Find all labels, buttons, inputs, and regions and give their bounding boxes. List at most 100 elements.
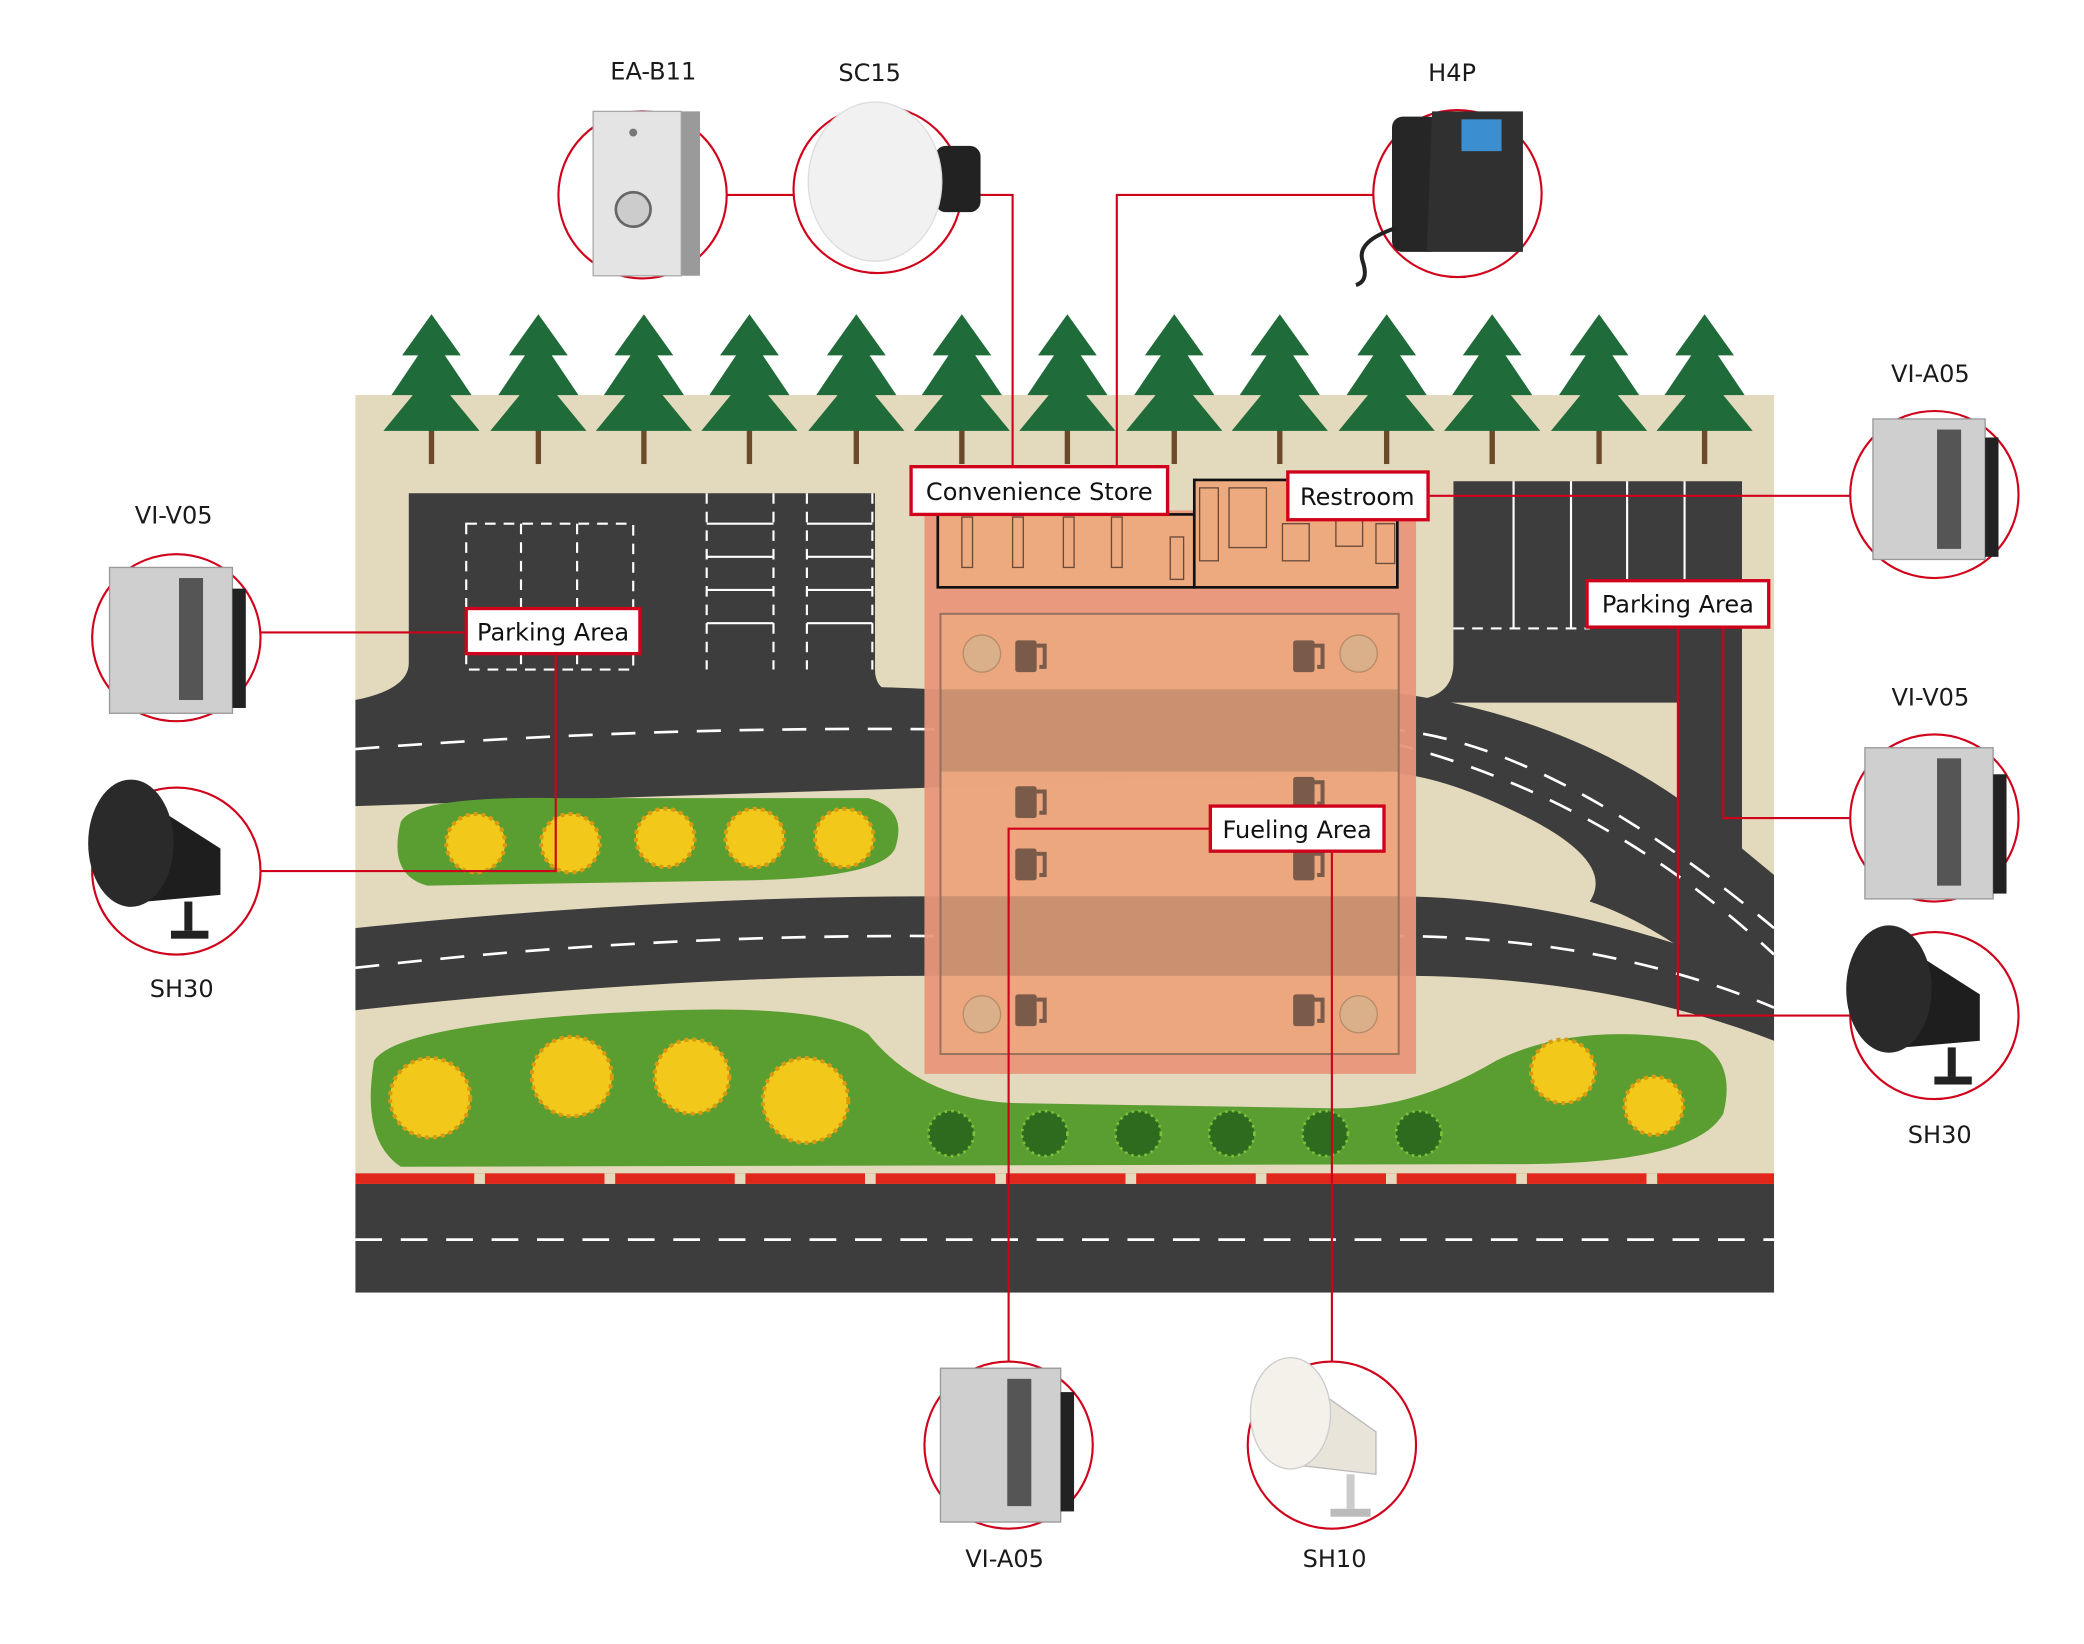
ceiling-speaker-icon (807, 101, 981, 262)
convenience-store-label: Convenience Store (926, 478, 1153, 506)
pump-hose (1314, 643, 1325, 669)
devices: EA-B11 SC15 H4P (88, 58, 2020, 1573)
tree-foliage (1444, 314, 1541, 431)
flower-bush-icon (539, 812, 602, 875)
device-ea-b11[interactable]: EA-B11 (557, 58, 728, 280)
flower-bush-icon (633, 806, 697, 870)
pump-hose (1036, 789, 1047, 815)
flower-bush-icon (1622, 1074, 1686, 1137)
pump-hose (1314, 997, 1325, 1023)
device-sh30-left[interactable]: SH30 (88, 779, 262, 1003)
fuel-pump-icon (1015, 786, 1047, 819)
curb (355, 1173, 1775, 1184)
curb-gap (474, 1173, 485, 1184)
tree-foliage (1019, 314, 1116, 431)
video-intercom-icon (1864, 747, 2007, 900)
road-right-branch (1677, 689, 1775, 955)
horn-speaker-white-icon (1249, 1356, 1377, 1517)
connector-lines (260, 193, 1851, 1362)
tree-foliage (490, 314, 587, 431)
flower-bush-icon (529, 1034, 614, 1119)
device-label: VI-A05 (965, 1545, 1044, 1573)
pump-hose (1036, 643, 1047, 669)
parking-lot-left (355, 493, 936, 743)
pump-hose (1036, 997, 1047, 1023)
tree-icon (1231, 314, 1328, 465)
pump-body (1293, 848, 1315, 881)
fuel-pump-icon (1293, 776, 1325, 809)
curb-gap (1646, 1173, 1658, 1184)
device-sh30-right[interactable]: SH30 (1846, 925, 2020, 1149)
shrub-icon (1394, 1109, 1443, 1158)
fuel-pump-icon (1015, 994, 1047, 1027)
curb-gap (1125, 1173, 1137, 1184)
curb-gap (1516, 1173, 1527, 1184)
tree-icon (383, 314, 480, 465)
tree-icon (490, 314, 587, 465)
tree-foliage (595, 314, 692, 431)
device-label: SH30 (150, 975, 214, 1003)
parking-right-label: Parking Area (1602, 591, 1754, 619)
door-button-panel-icon (592, 110, 701, 277)
tree-icon (1019, 314, 1116, 465)
pump-body (1015, 848, 1037, 881)
roads (355, 481, 1775, 1293)
pump-body (1293, 640, 1315, 673)
tree-icon (1126, 314, 1223, 465)
video-intercom-icon (939, 1367, 1075, 1523)
curb-gaps (474, 1173, 1658, 1184)
pump-hose (1314, 780, 1325, 806)
fuel-pump-icon (1015, 640, 1047, 673)
flower-bush-icon (760, 1056, 851, 1145)
device-vi-v05-left[interactable]: VI-V05 (91, 502, 262, 723)
tree-foliage (1126, 314, 1223, 431)
video-intercom-icon (108, 566, 246, 714)
device-label: VI-V05 (1891, 683, 1969, 711)
parking-left-label: Parking Area (477, 618, 629, 646)
horn-speaker-black-icon (88, 779, 221, 939)
area-label-parking-left: Parking Area (464, 606, 642, 656)
pump-body (1015, 994, 1037, 1027)
device-label: VI-V05 (135, 502, 213, 530)
device-vi-a05-right[interactable]: VI-A05 (1849, 360, 2020, 580)
bollard-icon (1339, 634, 1378, 673)
fueling-label: Fueling Area (1223, 816, 1372, 844)
device-vi-a05-bottom[interactable]: VI-A05 (923, 1360, 1094, 1573)
shrub-icon (1207, 1109, 1256, 1158)
fuel-pumps (962, 634, 1378, 1034)
convenience-store-building (936, 513, 1196, 589)
tree-icon (595, 314, 692, 465)
tree-foliage (1338, 314, 1435, 431)
parking-lot-right (1416, 481, 1743, 703)
fuel-pump-icon (1293, 848, 1325, 881)
pump-hose (1314, 851, 1325, 878)
area-label-restroom: Restroom (1286, 470, 1430, 522)
area-label-parking-right: Parking Area (1585, 579, 1771, 629)
device-sc15[interactable]: SC15 (792, 59, 981, 275)
restroom-label: Restroom (1300, 483, 1415, 511)
device-h4p[interactable]: H4P (1355, 59, 1543, 287)
device-label: SH10 (1303, 1545, 1367, 1573)
video-intercom-icon (1872, 418, 1999, 561)
shrub-icon (1114, 1109, 1163, 1158)
pump-hose (1036, 851, 1047, 878)
shrub-icon (1020, 1109, 1069, 1158)
device-sh10[interactable]: SH10 (1246, 1356, 1418, 1573)
device-label: SH30 (1908, 1121, 1972, 1149)
flower-bush-icon (1528, 1037, 1598, 1106)
tree-icon (808, 314, 905, 465)
area-label-fueling: Fueling Area (1208, 804, 1386, 853)
device-vi-v05-right[interactable]: VI-V05 (1849, 683, 2020, 903)
flower-bush-icon (812, 806, 876, 870)
pump-body (1293, 776, 1315, 809)
flower-bush-icon (388, 1056, 473, 1140)
pump-body (1015, 786, 1037, 819)
device-label: H4P (1428, 59, 1476, 87)
tree-icon (1444, 314, 1541, 465)
curb-gap (1385, 1173, 1397, 1184)
fuel-pump-icon (1015, 848, 1047, 881)
tree-icon (1656, 314, 1753, 465)
flower-bush-icon (652, 1037, 732, 1116)
tree-foliage (383, 314, 480, 431)
curb-gap (604, 1173, 616, 1184)
